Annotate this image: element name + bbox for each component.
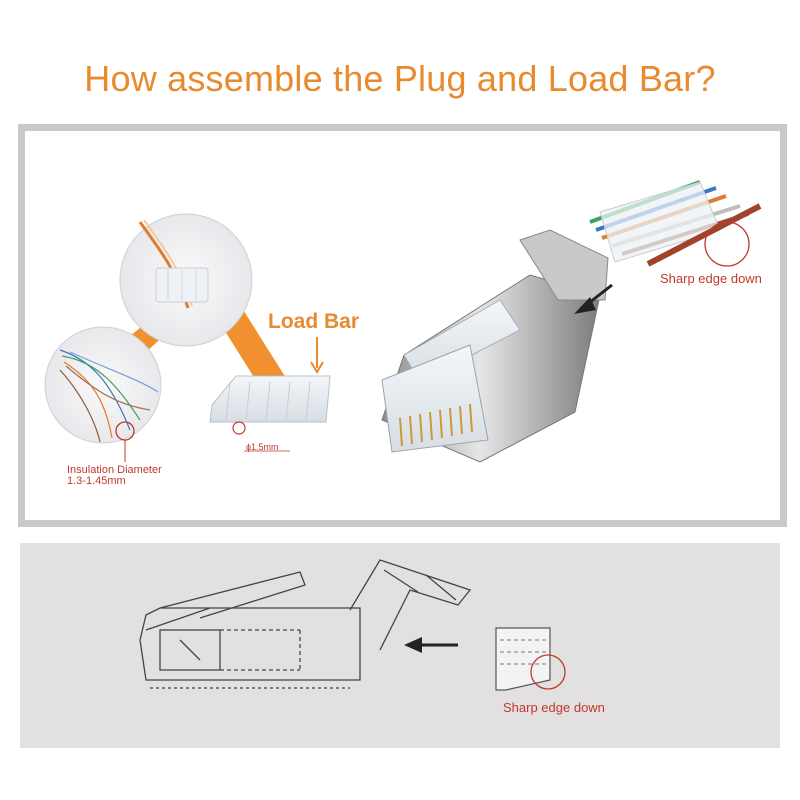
sharp-edge-label-bottom: Sharp edge down	[503, 700, 605, 715]
sharp-edge-label-top: Sharp edge down	[660, 271, 762, 286]
plug-schematic	[139, 559, 472, 689]
load-bar-schematic	[495, 627, 566, 691]
insulation-label-line1: Insulation Diameter	[67, 464, 162, 476]
wire-detail-circle	[119, 213, 253, 347]
load-bar-label: Load Bar	[268, 310, 360, 333]
rj45-plug	[381, 229, 609, 463]
insert-arrow-top	[574, 283, 613, 314]
load-bar-arrow	[310, 337, 324, 374]
schematic-panel	[20, 543, 780, 748]
page-title: How assemble the Plug and Load Bar?	[84, 58, 716, 99]
load-bar-diameter-label: ϕ1.5mm	[246, 442, 279, 452]
load-bar-part	[209, 375, 331, 452]
wires-with-load-bar	[589, 180, 762, 267]
insert-arrow-bottom	[404, 637, 458, 653]
cable-detail-circle	[44, 326, 162, 462]
insulation-diameter-label: Insulation Diameter 1.3-1.45mm	[67, 465, 162, 487]
insulation-label-line2: 1.3-1.45mm	[67, 475, 126, 487]
